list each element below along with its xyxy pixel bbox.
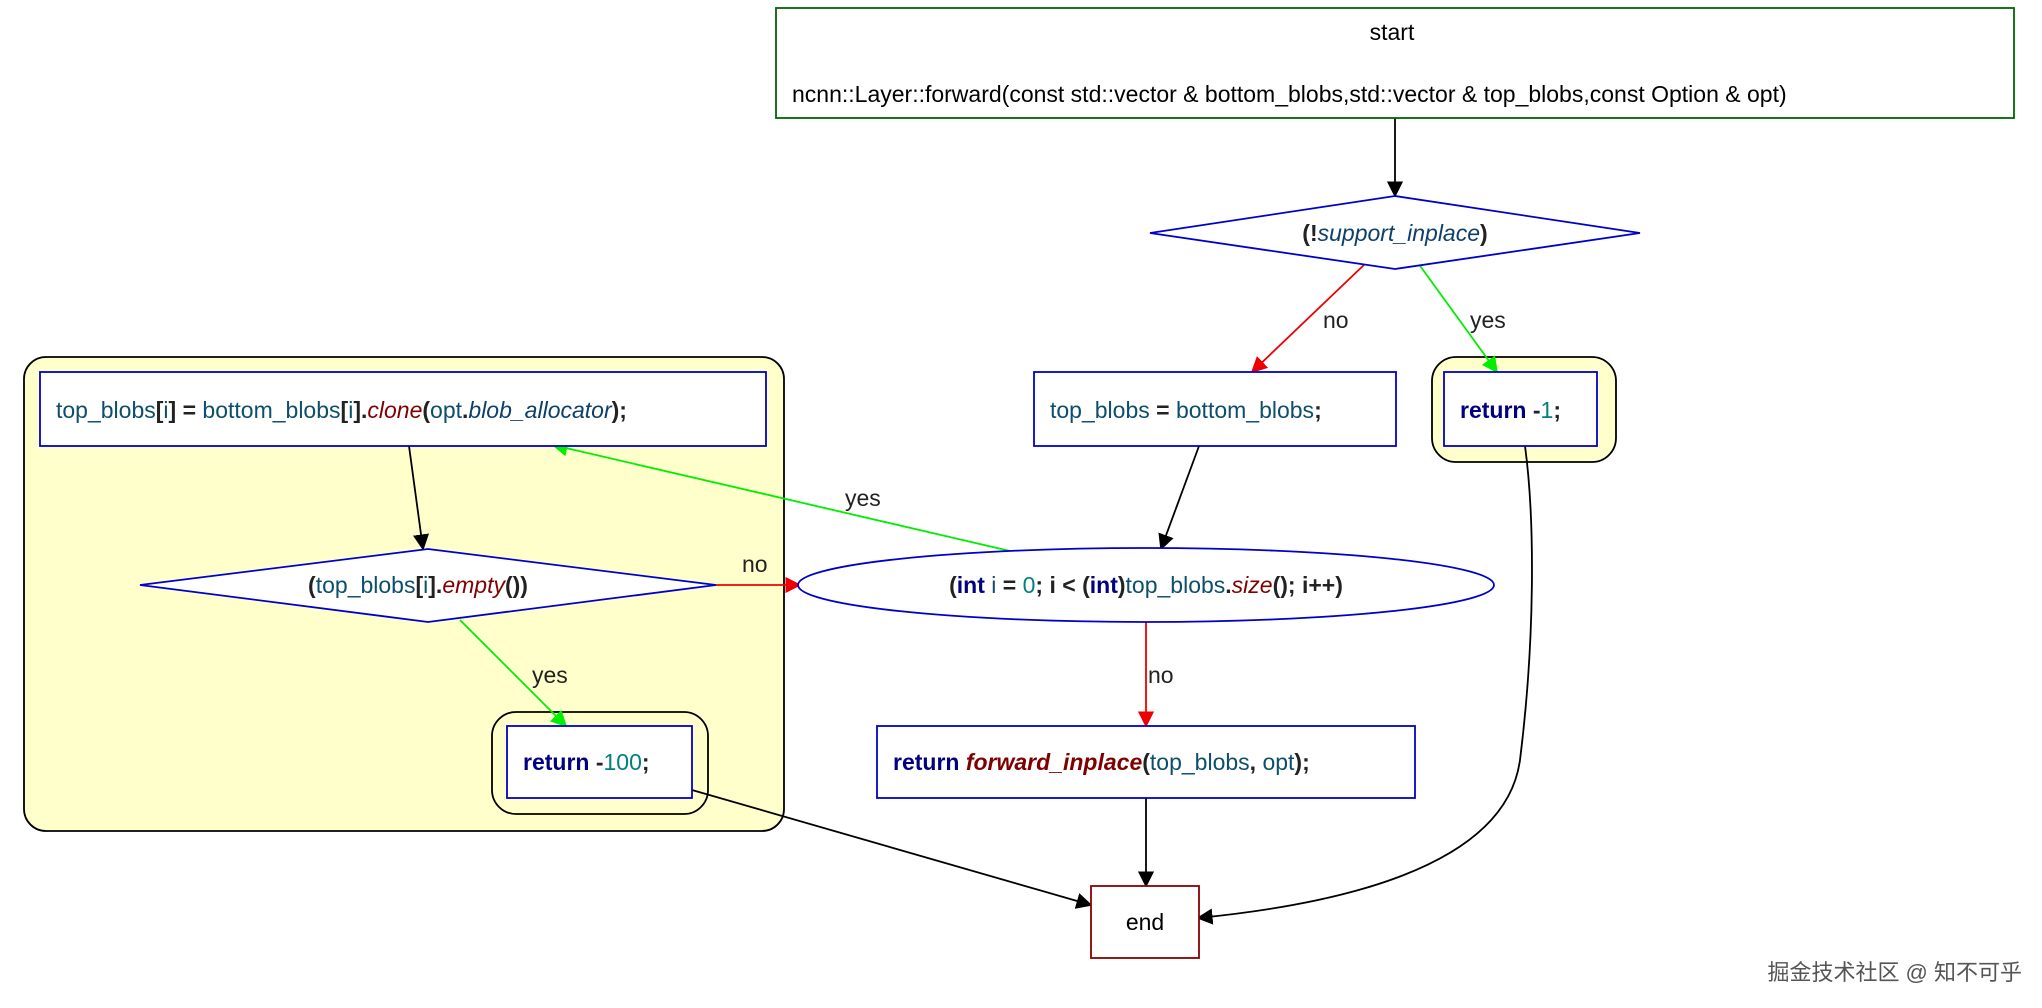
empty-condition-text: (top_blobs[i].empty()) (308, 572, 528, 598)
return-inplace-node: return forward_inplace(top_blobs, opt); (876, 725, 1416, 799)
start-signature: ncnn::Layer::forward(const std::vector &… (792, 81, 1787, 107)
edge-support-yes (1417, 262, 1498, 374)
support-inplace-text: (!support_inplace) (1302, 220, 1487, 246)
edge-label-support-no: no (1323, 307, 1349, 333)
edge-label-loop-yes: yes (845, 485, 881, 511)
edge-assign-to-loop (1158, 445, 1200, 551)
return-neg100-node: return -100; (506, 725, 693, 799)
watermark-text: 掘金技术社区 @ 知不可乎 (1767, 960, 2022, 985)
return-inplace-text: return forward_inplace(top_blobs, opt); (893, 749, 1310, 775)
start-node: start ncnn::Layer::forward(const std::ve… (775, 7, 2015, 119)
edge-label-loop-no: no (1148, 662, 1174, 688)
edge-label-empty-yes: yes (532, 662, 568, 688)
assign-text: top_blobs = bottom_blobs; (1050, 397, 1322, 423)
end-node: end (1090, 885, 1200, 959)
start-title: start (1370, 19, 1415, 45)
edge-clone-to-empty (408, 445, 430, 551)
edge-support-no (1250, 262, 1367, 374)
loop-node: (int i = 0; i < (int)top_blobs.size(); i… (797, 547, 1495, 623)
edge-loop-yes (551, 440, 1011, 552)
edge-label-support-yes: yes (1470, 307, 1506, 333)
edge-empty-yes (459, 619, 568, 728)
end-label: end (1126, 909, 1164, 935)
return-neg100-text: return -100; (523, 749, 650, 775)
return-neg1-node: return -1; (1443, 371, 1598, 447)
clone-node: top_blobs[i] = bottom_blobs[i].clone(opt… (39, 371, 767, 447)
assign-node: top_blobs = bottom_blobs; (1033, 371, 1397, 447)
edge-neg1-to-end (1196, 445, 1533, 925)
empty-condition: (top_blobs[i].empty()) (139, 548, 717, 623)
edge-neg100-to-end (691, 789, 1093, 909)
return-neg1-text: return -1; (1460, 397, 1561, 423)
loop-text: (int i = 0; i < (int)top_blobs.size(); i… (949, 572, 1343, 598)
clone-text: top_blobs[i] = bottom_blobs[i].clone(opt… (56, 397, 627, 423)
support-inplace-condition: (!support_inplace) (1149, 195, 1641, 270)
edge-label-empty-no: no (742, 551, 768, 577)
